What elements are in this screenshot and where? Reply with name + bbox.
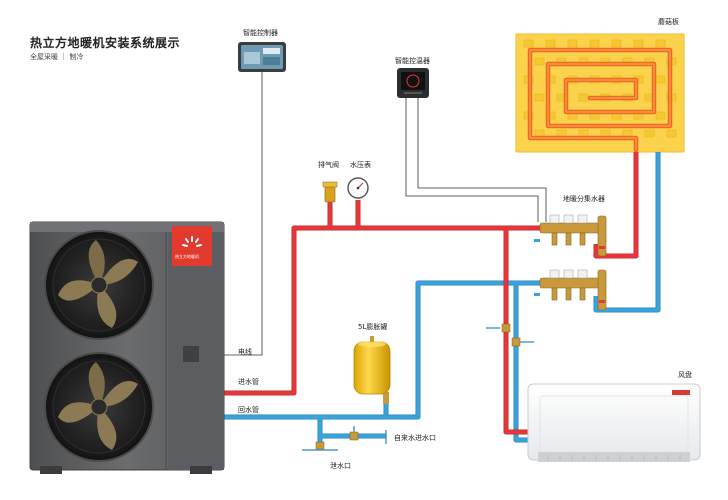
page-subtitle: 全屋采暖 ｜ 制冷 xyxy=(30,53,84,61)
fan-lower xyxy=(44,352,154,462)
wires xyxy=(224,72,547,356)
pressure-gauge-label: 水压表 xyxy=(350,161,371,169)
expansion-tank-label: 5L膨胀罐 xyxy=(358,323,388,331)
floor-heating-board xyxy=(515,33,685,153)
inlet-pipe-label: 进水管 xyxy=(238,378,259,386)
heat-pump-unit xyxy=(29,221,225,474)
manifold-label: 地暖分集水器 xyxy=(563,195,605,203)
unit-brand-label: 热立方地暖机 xyxy=(175,254,199,259)
brand-badge xyxy=(172,226,212,266)
valves xyxy=(315,323,521,450)
return-pipes xyxy=(222,152,661,448)
smart-thermostat xyxy=(397,68,429,98)
valve-handles xyxy=(302,327,534,451)
exhaust-valve xyxy=(322,181,338,203)
page-title: 热立方地暖机安装系统展示 xyxy=(30,36,181,50)
smart-controller xyxy=(238,42,286,72)
drain-outlet-label: 泄水口 xyxy=(330,462,351,470)
thermostat-label: 智能控温器 xyxy=(395,57,430,65)
supply-pipes xyxy=(222,152,639,435)
fan-coil-label: 风盘 xyxy=(678,371,692,379)
tap-water-inlet-label: 自来水进水口 xyxy=(394,434,436,442)
pressure-gauge xyxy=(347,177,369,199)
expansion-tank xyxy=(353,336,391,404)
controller-label: 智能控制器 xyxy=(243,29,278,37)
fan-upper xyxy=(44,230,154,340)
exhaust-valve-label: 排气阀 xyxy=(318,161,339,169)
power-cable-label: 电线 xyxy=(238,348,252,356)
manifold xyxy=(534,214,607,311)
fan-coil-unit xyxy=(527,383,701,462)
floor-board-label: 蘑菇板 xyxy=(658,18,679,26)
return-pipe-label: 回水管 xyxy=(238,406,259,414)
